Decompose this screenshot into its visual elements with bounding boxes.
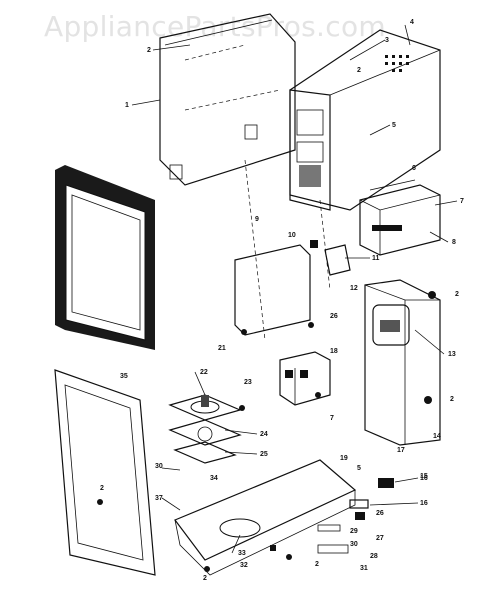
callout-23: 23 bbox=[244, 379, 252, 386]
callout-2g: 2 bbox=[203, 575, 207, 582]
callout-1: 1 bbox=[125, 102, 129, 109]
callout-5: 5 bbox=[392, 122, 396, 129]
callout-18: 18 bbox=[330, 348, 338, 355]
callout-2e: 2 bbox=[100, 485, 104, 492]
callout-32: 32 bbox=[240, 562, 248, 569]
right-side-panel bbox=[364, 279, 441, 446]
top-cover-panel bbox=[159, 13, 296, 186]
callout-6: 6 bbox=[412, 165, 416, 172]
callout-25a: 25 bbox=[260, 451, 268, 458]
base-plate-frame bbox=[54, 369, 156, 576]
callout-5b: 5 bbox=[357, 465, 361, 472]
callout-11: 11 bbox=[372, 255, 380, 262]
callout-7b: 7 bbox=[330, 415, 334, 422]
component-box bbox=[359, 179, 441, 256]
callout-2c: 2 bbox=[455, 291, 459, 298]
callout-2f: 2 bbox=[315, 561, 319, 568]
callout-28: 28 bbox=[370, 553, 378, 560]
transformer bbox=[279, 351, 331, 406]
callout-7a: 7 bbox=[460, 198, 464, 205]
callout-10a: 10 bbox=[288, 232, 296, 239]
fan-assembly bbox=[168, 394, 242, 464]
callout-29: 29 bbox=[350, 528, 358, 535]
callout-14: 14 bbox=[433, 433, 441, 440]
middle-bracket bbox=[234, 159, 351, 341]
callout-24: 24 bbox=[260, 431, 268, 438]
callout-33: 33 bbox=[238, 550, 246, 557]
small-hardware bbox=[97, 291, 436, 572]
callout-8: 8 bbox=[452, 239, 456, 246]
cabinet-assembly bbox=[289, 29, 441, 211]
callout-30b: 30 bbox=[350, 541, 358, 548]
callout-22: 22 bbox=[200, 369, 208, 376]
callout-35: 35 bbox=[120, 373, 128, 380]
callout-16a: 16 bbox=[420, 475, 428, 482]
base-tray bbox=[174, 459, 357, 576]
callout-15: 15 bbox=[420, 473, 428, 480]
callout-4: 4 bbox=[410, 19, 414, 26]
callout-3: 3 bbox=[385, 37, 389, 44]
callout-30a: 30 bbox=[155, 463, 163, 470]
callout-26a: 26 bbox=[330, 313, 338, 320]
callout-27: 27 bbox=[376, 535, 384, 542]
callout-19: 19 bbox=[340, 455, 348, 462]
leader-lines bbox=[131, 24, 458, 554]
callout-9: 9 bbox=[255, 216, 259, 223]
callout-21a: 21 bbox=[218, 345, 226, 352]
callout-26b: 26 bbox=[376, 510, 384, 517]
callout-31: 31 bbox=[360, 565, 368, 572]
callout-17: 17 bbox=[397, 447, 405, 454]
callout-2d: 2 bbox=[450, 396, 454, 403]
callout-labels: 1 2 2 3 4 5 6 7 8 9 10 11 12 26 21 18 7 … bbox=[100, 19, 464, 582]
callout-12: 12 bbox=[350, 285, 358, 292]
callout-2a: 2 bbox=[147, 47, 151, 54]
callout-37: 37 bbox=[155, 495, 163, 502]
callout-13: 13 bbox=[448, 351, 456, 358]
callout-16b: 16 bbox=[420, 500, 428, 507]
door-assembly bbox=[55, 165, 155, 350]
callout-34: 34 bbox=[210, 475, 218, 482]
callout-2b: 2 bbox=[357, 67, 361, 74]
